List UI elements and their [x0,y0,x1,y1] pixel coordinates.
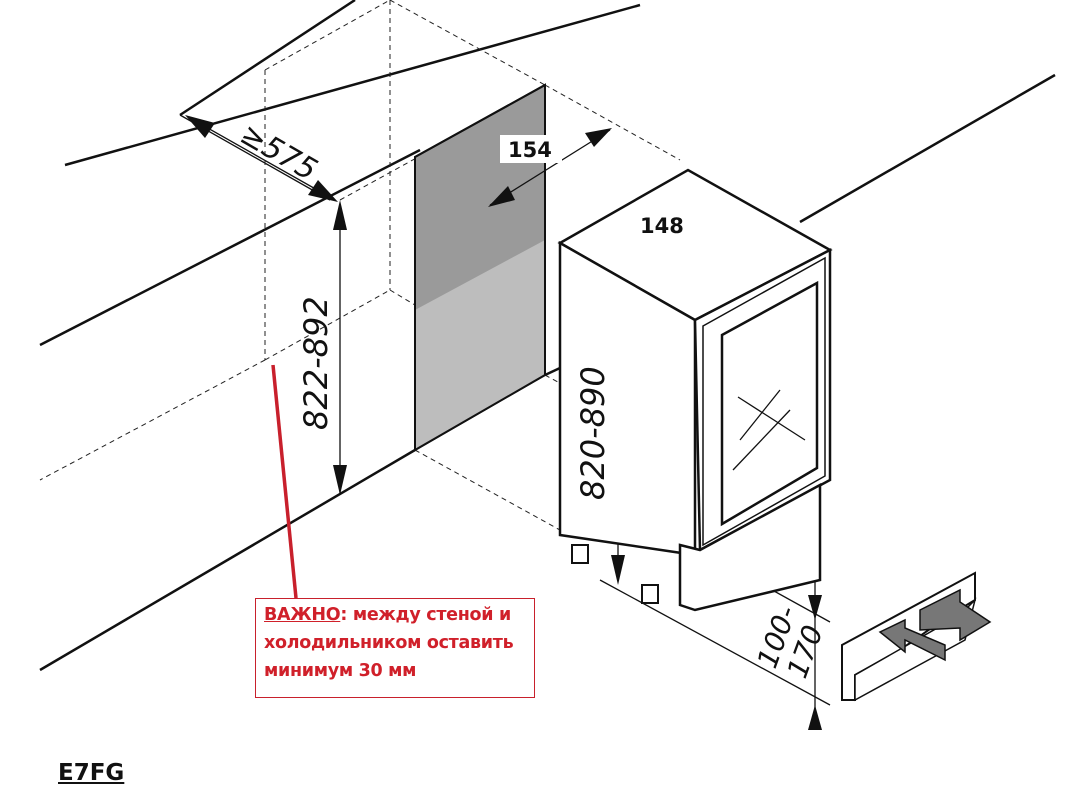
wine-cooler [557,168,833,612]
warning-leader-line [271,364,298,599]
niche-depth-label: ≥575 [234,117,323,189]
warning-note: ВАЖНО: между стеной и холодильником оста… [255,598,535,698]
niche-back-wall [414,83,546,452]
warning-label: ВАЖНО [264,605,341,625]
appliance-depth-label: 148 [640,214,684,238]
warning-text-line2: холодильником оставить [264,633,514,653]
warning-text-line1: : между стеной и [340,605,511,625]
slide-arrows-icon [878,588,992,662]
ventilation-depth-label: 154 [508,138,552,162]
warning-text-line3: минимум 30 мм [264,661,417,681]
niche-height-label: 822-892 [297,296,335,430]
kitchen-cabinets [39,0,1056,672]
appliance-height-label: 820-890 [574,366,612,500]
model-name: E7FG [58,760,125,786]
